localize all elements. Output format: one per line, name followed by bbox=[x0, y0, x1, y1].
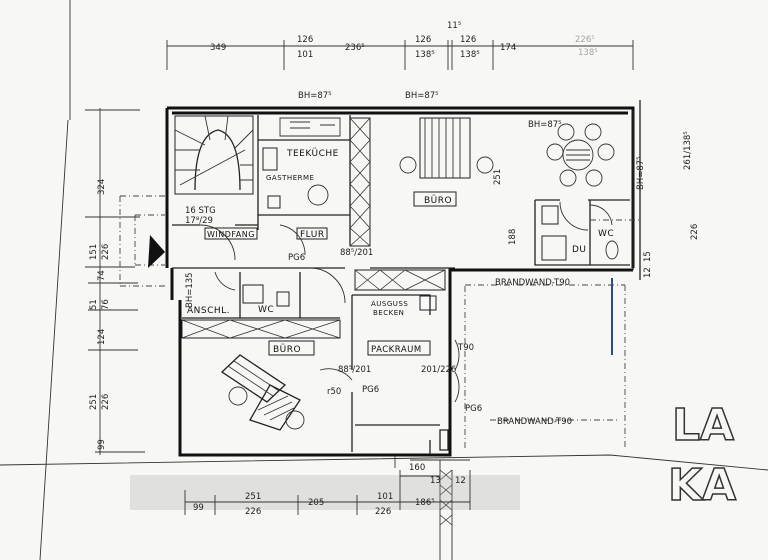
dim-left: 99 bbox=[97, 439, 107, 450]
note-bh: BH=87⁵ bbox=[405, 91, 439, 101]
note-brandwand: BRANDWAND-T90 bbox=[497, 417, 572, 427]
label-becken: BECKEN bbox=[373, 309, 404, 317]
stamp-letters-ka: KA bbox=[668, 460, 736, 511]
dim-bottom: 101 bbox=[377, 492, 393, 502]
dim-left: 51 bbox=[89, 299, 99, 310]
dim-top: 236⁵ bbox=[345, 43, 365, 53]
label-ausguss: AUSGUSS bbox=[371, 300, 408, 308]
dim-door: 88⁵/201 bbox=[338, 365, 371, 375]
note-bh: BH=87⁵ bbox=[636, 156, 646, 190]
dim-top: 138⁵ bbox=[415, 50, 435, 60]
label-teekueche: TEEKÜCHE bbox=[286, 148, 339, 159]
dim-inner: 15 bbox=[643, 251, 653, 262]
note-bh: BH=87⁵ bbox=[298, 91, 332, 101]
top-dimension-chain: 349 126 101 236⁵ 126 138⁵ 11⁵ 126 138⁵ 1… bbox=[166, 21, 634, 70]
dim-inner: 251 bbox=[493, 169, 503, 185]
dim-top: 11⁵ bbox=[447, 21, 461, 31]
note-bh: BH=87⁵ bbox=[528, 120, 562, 130]
note-t90: T90 bbox=[457, 343, 474, 353]
label-windfang: WINDFANG bbox=[207, 230, 255, 239]
dim-top: 174 bbox=[500, 43, 516, 53]
hatched-walls bbox=[181, 117, 446, 339]
dim-inner: 261/138⁵ bbox=[683, 131, 693, 170]
dim-top: 226⁵ bbox=[575, 35, 595, 45]
label-du: DU bbox=[572, 245, 587, 255]
label-flur: FLUR bbox=[300, 230, 325, 240]
dim-inner: 226 bbox=[690, 224, 700, 240]
outdoor-guides bbox=[464, 219, 640, 450]
dim-bottom: 99 bbox=[193, 503, 204, 513]
dim-bottom: 186⁵ bbox=[415, 498, 435, 508]
dim-top: 138⁵ bbox=[460, 50, 480, 60]
dim-left: 151 bbox=[89, 244, 99, 260]
note-stairs: 16 STG bbox=[185, 206, 216, 216]
entrance-arrow-icon bbox=[148, 235, 165, 268]
stamp-letters-la: LA bbox=[672, 400, 734, 451]
dim-bottom: 226 bbox=[375, 507, 391, 517]
bottom-dimension-chain: 99 251 226 205 101 226 186⁵ 160 13 12 bbox=[130, 463, 520, 517]
kitchen-fixtures bbox=[262, 117, 341, 209]
note-stairs: 17⁸/29 bbox=[185, 216, 213, 226]
bathroom-fixtures bbox=[242, 201, 619, 311]
dim-bottom: 205 bbox=[308, 498, 324, 508]
exterior-walls bbox=[165, 100, 641, 457]
label-packraum: PACKRAUM bbox=[371, 345, 422, 355]
dim-top: 138⁵ bbox=[578, 48, 598, 58]
office-desk-lower bbox=[220, 354, 305, 431]
dim-inner: 188 bbox=[508, 229, 518, 245]
dim-left: 226 bbox=[101, 244, 111, 260]
note-pg6: PG6 bbox=[288, 253, 305, 263]
dim-inner: 12 bbox=[643, 267, 653, 278]
spiral-staircase bbox=[174, 115, 254, 195]
label-buero-lower: BÜRO bbox=[273, 344, 301, 355]
stair-lower-hatch bbox=[439, 469, 453, 526]
dim-top: 126 bbox=[297, 35, 313, 45]
stair-lower bbox=[394, 456, 470, 560]
label-wc-lower: WC bbox=[258, 305, 274, 315]
dim-left: 124 bbox=[97, 329, 107, 345]
column-marker bbox=[429, 429, 449, 455]
dim-bottom: 160 bbox=[409, 463, 425, 473]
dim-door: 201/226 bbox=[421, 365, 456, 375]
dim-left: 251 bbox=[89, 394, 99, 410]
dim-bottom: 226 bbox=[245, 507, 261, 517]
dim-left: 324 bbox=[97, 179, 107, 195]
door-swings bbox=[199, 224, 460, 403]
label-anschl: ANSCHL. bbox=[187, 306, 230, 316]
label-buero-upper: BÜRO bbox=[424, 195, 452, 206]
dim-bottom: 13 bbox=[430, 476, 441, 486]
dim-door: 88⁵/201 bbox=[340, 248, 373, 258]
sheet-fold bbox=[0, 454, 768, 471]
canopy-outline bbox=[119, 195, 165, 287]
dim-top: 101 bbox=[297, 50, 313, 60]
note-radius: r50 bbox=[327, 387, 341, 397]
dim-left: 74 bbox=[97, 270, 107, 281]
note-brandwand: BRANDWAND-T90 bbox=[495, 278, 570, 288]
note-pg6: PG6 bbox=[465, 404, 482, 414]
label-wc-upper: WC bbox=[598, 229, 614, 239]
left-dimension-chain: 324 151 226 74 51 76 124 251 226 99 bbox=[85, 108, 145, 455]
dim-left: 76 bbox=[101, 299, 111, 310]
sheet-edge bbox=[39, 0, 71, 560]
dim-top: 349 bbox=[210, 43, 226, 53]
label-gastherme: GASTHERME bbox=[266, 174, 314, 182]
annotations: BH=87⁵ BH=87⁵ BH=87⁵ BH=87⁵ BH=135 16 ST… bbox=[185, 91, 700, 427]
note-pg6: PG6 bbox=[362, 385, 379, 395]
room-labels: TEEKÜCHE GASTHERME BÜRO WINDFANG FLUR DU… bbox=[187, 148, 614, 356]
dim-bottom: 251 bbox=[245, 492, 261, 502]
dim-left: 226 bbox=[101, 394, 111, 410]
note-bh: BH=135 bbox=[185, 272, 195, 308]
office-furniture-upper bbox=[399, 117, 615, 187]
dim-top: 126 bbox=[415, 35, 431, 45]
dim-top: 126 bbox=[460, 35, 476, 45]
dim-bottom: 12 bbox=[455, 476, 466, 486]
